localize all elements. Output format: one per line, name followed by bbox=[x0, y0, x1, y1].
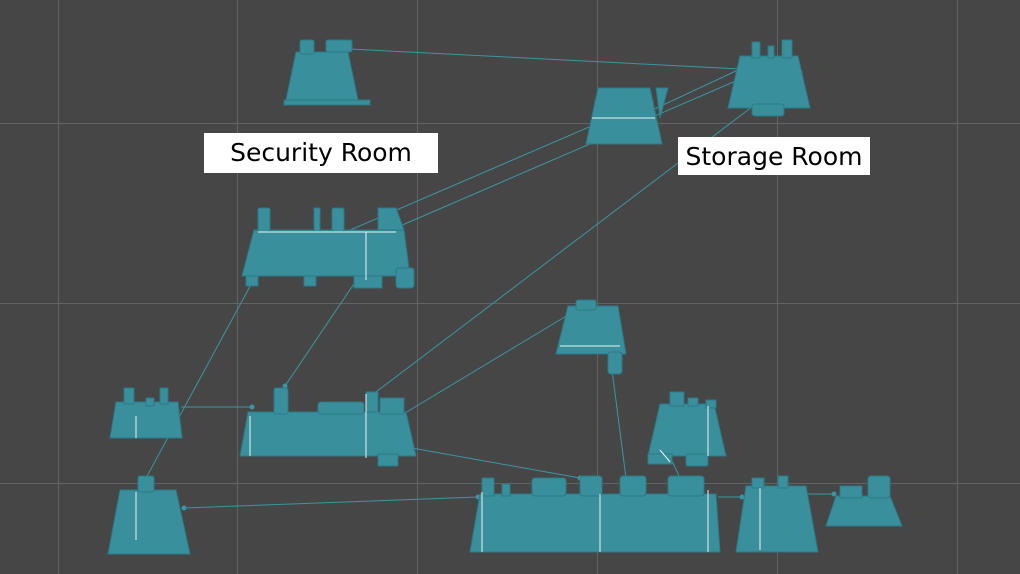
room-left-small[interactable] bbox=[109, 387, 183, 439]
room-bottom-hall[interactable] bbox=[469, 475, 721, 553]
room-top-left[interactable] bbox=[283, 39, 371, 106]
room-bottom-left[interactable] bbox=[107, 475, 191, 555]
security-room-label: Security Room bbox=[204, 133, 438, 173]
room-hub[interactable] bbox=[239, 387, 417, 467]
room-bottom-right-a[interactable] bbox=[735, 475, 819, 553]
room-top-right[interactable] bbox=[727, 39, 811, 117]
room-middle-small[interactable] bbox=[555, 299, 627, 375]
room-top-center[interactable] bbox=[585, 87, 669, 145]
room-bottom-right-b[interactable] bbox=[825, 475, 903, 527]
room-right-tower[interactable] bbox=[647, 391, 727, 467]
storage-room-label: Storage Room bbox=[678, 137, 870, 175]
room-security[interactable] bbox=[241, 207, 415, 289]
